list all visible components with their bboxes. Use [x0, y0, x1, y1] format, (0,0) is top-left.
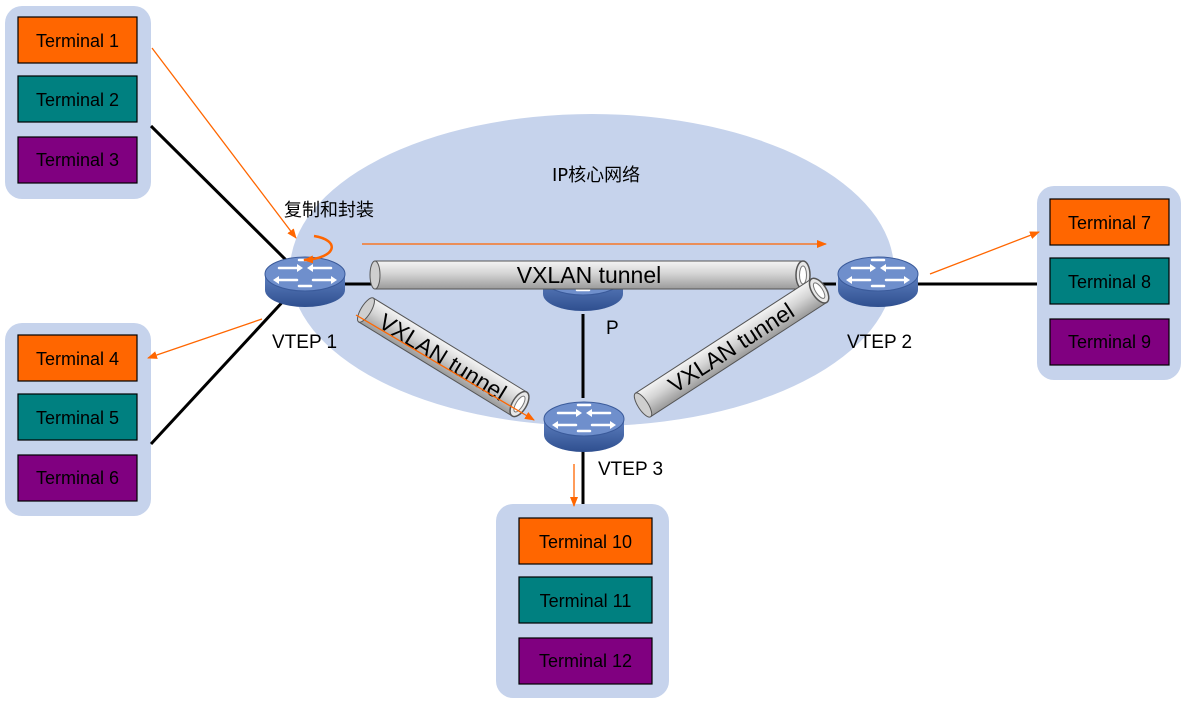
flow-arrow-vtep1-to-vtep3	[355, 314, 535, 421]
flow-arrow-vtep1-to-terminal4	[147, 318, 263, 359]
vxlan-tunnel-1: VXLAN tunnel	[369, 260, 811, 290]
terminal-12-label: Terminal 12	[539, 651, 632, 671]
terminal-9[interactable]	[1049, 318, 1170, 366]
terminal-4[interactable]	[17, 334, 138, 382]
ip-core-network-label: IP核心网络	[552, 165, 640, 186]
terminal-4-label: Terminal 4	[36, 349, 119, 369]
vtep3-switch[interactable]	[542, 400, 626, 454]
terminal-1[interactable]	[17, 16, 138, 64]
terminal-7-label: Terminal 7	[1068, 213, 1151, 233]
terminal-8-label: Terminal 8	[1068, 272, 1151, 292]
terminal-12[interactable]	[518, 637, 653, 685]
terminal-10[interactable]	[518, 517, 653, 565]
flow-arrow-terminal1-to-vtep1	[151, 47, 297, 239]
terminal-3[interactable]	[17, 136, 138, 184]
terminal-11[interactable]	[518, 576, 653, 624]
terminal-3-label: Terminal 3	[36, 150, 119, 170]
terminal-8[interactable]	[1049, 257, 1170, 305]
terminal-9-label: Terminal 9	[1068, 332, 1151, 352]
terminal-group-1: Terminal 1 Terminal 2 Terminal 3	[17, 16, 138, 184]
terminal-group-3: Terminal 7 Terminal 8 Terminal 9	[1049, 198, 1170, 366]
flow-arrow-vtep2-to-terminal7	[929, 231, 1040, 275]
terminal-11-label: Terminal 11	[540, 591, 632, 611]
link-group1-vtep1	[149, 124, 290, 264]
terminal-6[interactable]	[17, 454, 138, 502]
vtep1-switch[interactable]	[263, 255, 347, 309]
terminal-group-4: Terminal 10 Terminal 11 Terminal 12	[518, 517, 653, 685]
terminal-5-label: Terminal 5	[36, 408, 119, 428]
link-group2-vtep1	[149, 294, 290, 446]
vtep2-label: VTEP 2	[847, 332, 912, 353]
terminal-7[interactable]	[1049, 198, 1170, 246]
replicate-encapsulate-label: 复制和封装	[284, 200, 374, 221]
replicate-loop-arrow	[303, 234, 333, 264]
terminal-2[interactable]	[17, 75, 138, 123]
flow-arrows	[147, 47, 1040, 507]
terminal-6-label: Terminal 6	[36, 468, 119, 488]
vtep3-label: VTEP 3	[598, 459, 663, 480]
vxlan-tunnel-1-label: VXLAN tunnel	[517, 262, 661, 288]
terminal-1-label: Terminal 1	[36, 31, 119, 51]
terminal-5[interactable]	[17, 393, 138, 441]
vtep2-switch[interactable]	[836, 255, 920, 309]
vtep1-label: VTEP 1	[272, 332, 337, 353]
p-router-label: P	[606, 318, 619, 339]
terminal-2-label: Terminal 2	[36, 90, 119, 110]
terminal-group-2: Terminal 4 Terminal 5 Terminal 6	[17, 334, 138, 502]
terminal-10-label: Terminal 10	[539, 532, 632, 552]
